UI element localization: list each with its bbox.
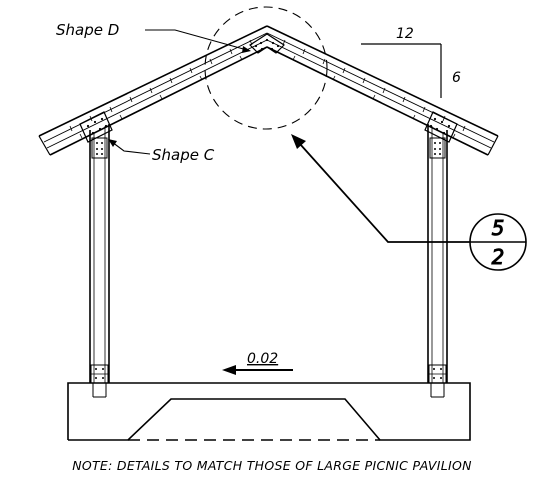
roof-left-rafter-bottom — [49, 46, 268, 156]
roof-right-top-edge — [266, 25, 499, 137]
roof-left-hatch — [69, 39, 253, 139]
roof-left-shingle-line — [43, 32, 268, 143]
shape-c-leader — [108, 139, 151, 155]
roof — [38, 25, 499, 156]
callout-detail-number: 5 — [492, 216, 505, 240]
roof-right-hatch — [282, 39, 466, 139]
slope-run-label: 12 — [396, 26, 414, 42]
concrete-slab — [67, 382, 471, 441]
grade-label: 0.02 — [247, 351, 278, 367]
drawing-note: NOTE: DETAILS TO MATCH THOSE OF LARGE PI… — [72, 458, 472, 473]
detail-callout: 5 2 — [204, 6, 527, 271]
grade-indicator: 0.02 — [222, 351, 293, 375]
callout-leader — [299, 143, 470, 243]
right-column — [427, 124, 448, 398]
slab-outline — [67, 382, 471, 441]
left-eave-connector — [79, 111, 113, 143]
left-column — [89, 124, 110, 398]
slope-indicator: 12 6 — [361, 26, 461, 98]
roof-right-shingle-line — [266, 32, 495, 143]
roof-left-top-edge — [38, 25, 268, 137]
callout-sheet-number: 2 — [492, 245, 505, 269]
roof-right-sheathing-line — [266, 39, 492, 149]
slope-rise-label: 6 — [452, 70, 461, 86]
right-eave-connector — [424, 111, 458, 143]
detail-boundary-circle — [204, 6, 328, 130]
shape-c-label: Shape C — [152, 146, 215, 164]
ridge-connector — [249, 33, 285, 54]
shape-d-label: Shape D — [56, 21, 119, 39]
roof-left-sheathing-line — [46, 39, 268, 149]
shape-d-leader — [145, 29, 251, 53]
